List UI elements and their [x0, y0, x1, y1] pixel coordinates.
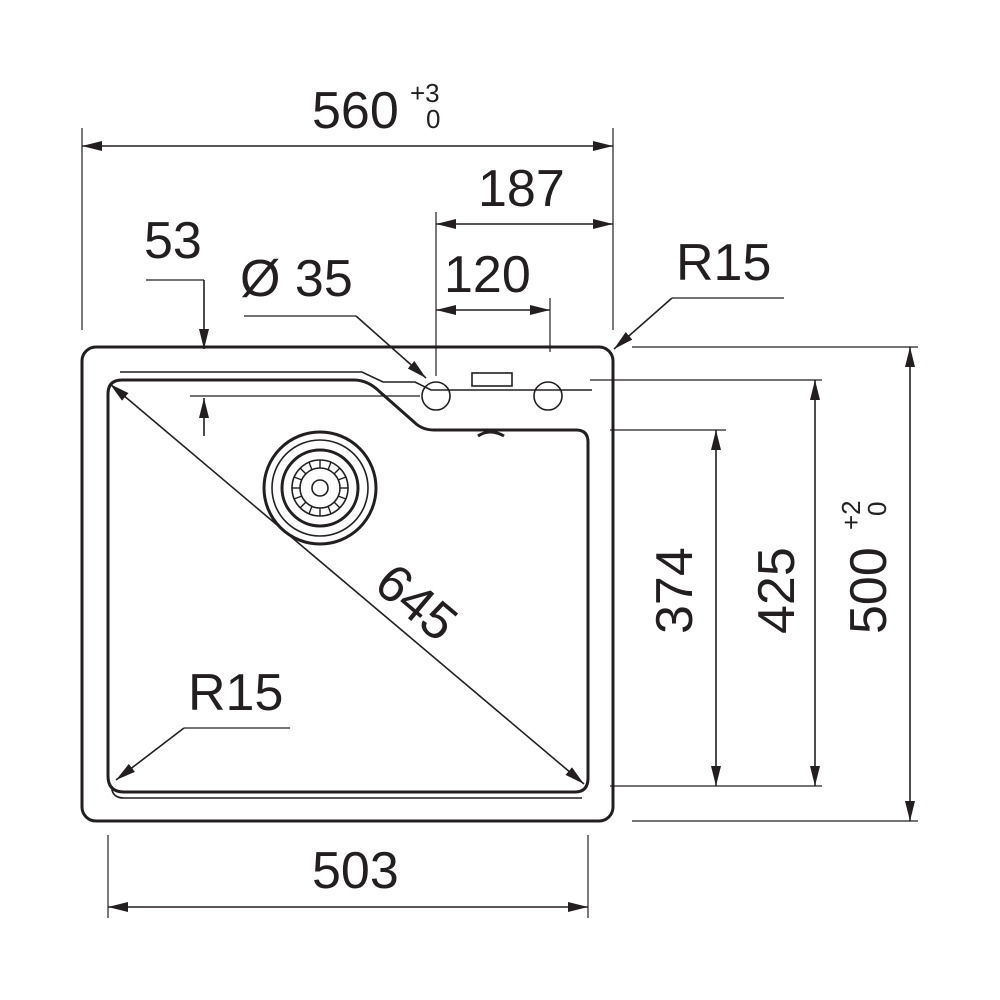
label-diagonal: 645	[364, 553, 468, 653]
label-overall-width-tol-upper: +3	[410, 78, 440, 108]
label-hole-diameter: Ø 35	[240, 250, 353, 308]
dim-line-diagonal	[109, 383, 585, 785]
label-faucet-offset: 187	[478, 160, 565, 218]
dimension-labels: 560 +3 0 187 120 Ø 35 53 R15 R15 503 645…	[144, 78, 898, 900]
label-overall-width-tol-lower: 0	[426, 104, 440, 134]
faucet-hole-right	[533, 381, 563, 411]
label-overall-depth-tol-upper: +2	[836, 500, 866, 530]
overflow-slot	[471, 372, 513, 387]
sink-outer-frame	[80, 345, 615, 823]
leader-r15-inner	[115, 727, 185, 781]
label-r15-inner: R15	[188, 664, 283, 722]
label-bowl-width: 503	[312, 842, 399, 900]
dimension-lines	[82, 141, 915, 912]
sink-bowl-lip	[111, 786, 582, 799]
faucet-hole-left	[421, 381, 451, 411]
label-inner-depth: 425	[748, 547, 806, 634]
label-overall-depth-tol-lower: 0	[862, 502, 892, 516]
drain-cap	[477, 430, 505, 438]
label-bowl-depth: 374	[646, 547, 704, 634]
label-overall-depth: 500	[840, 547, 898, 634]
label-r15-outer: R15	[676, 234, 771, 292]
leader-diameter	[355, 315, 427, 379]
label-top-margin: 53	[144, 212, 202, 270]
label-hole-spacing: 120	[444, 246, 531, 304]
leader-r15-outer	[613, 297, 673, 350]
label-overall-width: 560	[312, 82, 399, 140]
